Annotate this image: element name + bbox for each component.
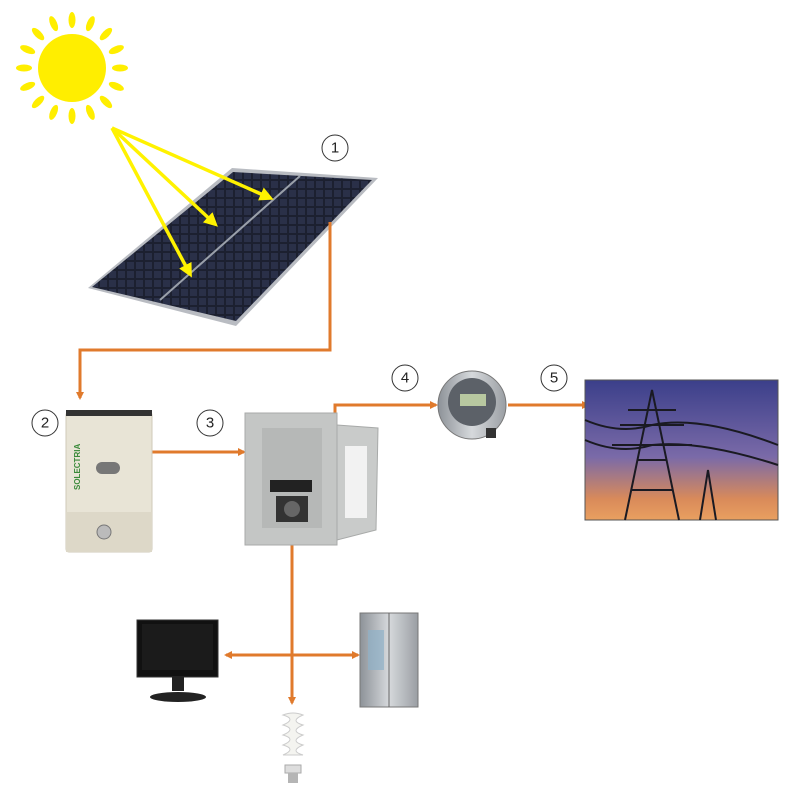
sun-icon [16, 12, 128, 124]
step-label-2: 2 [31, 409, 59, 437]
solar-panel [88, 168, 378, 326]
svg-text:3: 3 [206, 415, 214, 432]
svg-text:4: 4 [401, 370, 409, 387]
sunlight-arrows [110, 126, 274, 278]
svg-text:1: 1 [331, 140, 339, 157]
svg-text:5: 5 [550, 370, 558, 387]
sun-ray [49, 16, 59, 32]
inverter-brand: SOLECTRIA [73, 444, 82, 490]
inverter: SOLECTRIA [65, 410, 153, 553]
sun-ray [49, 104, 59, 120]
sun-ray [85, 104, 95, 120]
sun-ray [31, 95, 45, 109]
sun-ray [99, 95, 113, 109]
sun-ray [108, 81, 124, 91]
sun-ray [20, 81, 36, 91]
sun-ray [16, 64, 32, 72]
refrigerator-icon [359, 612, 419, 708]
step-label-3: 3 [196, 409, 224, 437]
sun-ray [112, 64, 128, 72]
light-bulb-icon [281, 712, 305, 783]
wiring [76, 222, 590, 705]
tv-icon [136, 619, 219, 702]
sun-ray [20, 45, 36, 55]
sun-ray [68, 12, 76, 28]
step-label-5: 5 [540, 364, 568, 392]
step-label-4: 4 [391, 364, 419, 392]
svg-text:2: 2 [41, 415, 49, 432]
sun-ray [108, 45, 124, 55]
sun-ray [31, 27, 45, 41]
breaker-panel [244, 412, 379, 546]
electric-meter [437, 370, 507, 440]
utility-grid-image [584, 379, 779, 521]
step-label-1: 1 [321, 134, 349, 162]
sun-ray [68, 108, 76, 124]
sun-ray [99, 27, 113, 41]
sun-ray [85, 16, 95, 32]
